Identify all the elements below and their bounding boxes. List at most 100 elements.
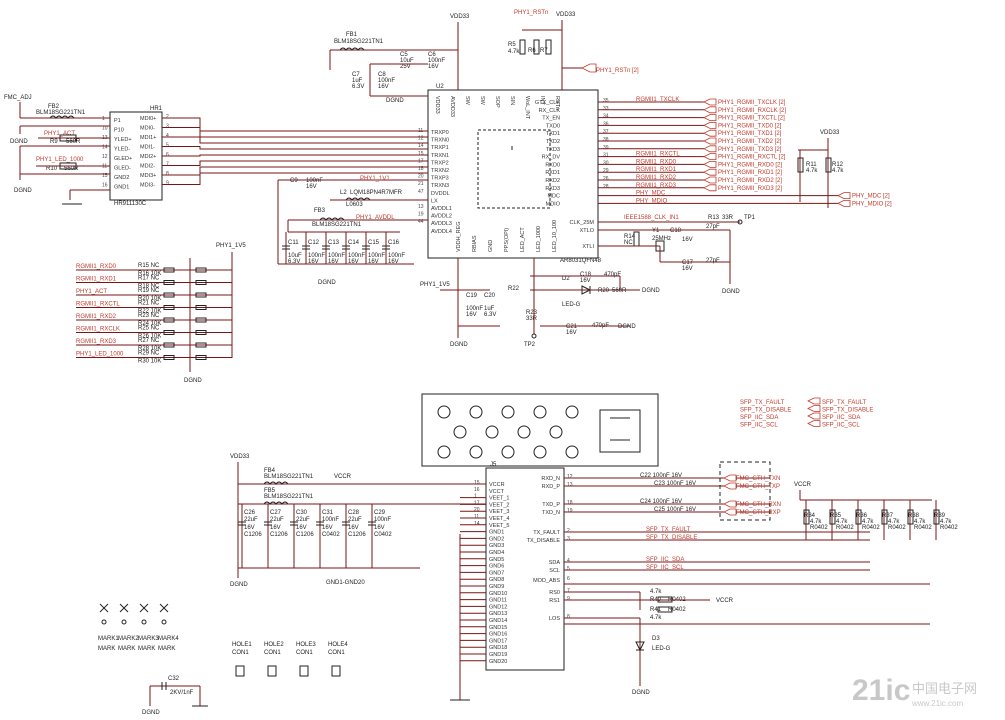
j5-pin-name: GND5 <box>489 557 504 563</box>
phy1-led-label: PHY1_LED_1000 <box>36 157 84 163</box>
port-symbol <box>837 200 851 207</box>
cage-hole <box>469 445 483 459</box>
u2-top-pin: RSTn <box>554 96 560 110</box>
gnd-c21: DGND <box>618 324 636 330</box>
c19-voltage: 16V <box>466 312 477 318</box>
u2-pin-num: 39 <box>603 145 609 151</box>
u2-bottom-circuit: PHY1_1V5 C19 100nF 16V C20 1uF 6.3V DGND… <box>420 258 660 348</box>
r6-ref: R6 <box>528 48 536 54</box>
cap-voltage: 16V <box>244 525 255 531</box>
port-symbol <box>703 168 717 176</box>
port-symbol <box>807 420 821 427</box>
r9-value: 560R <box>66 139 81 145</box>
sfp-connector-j5: J5 VCCR15VCCT16VEET_11VEET_217VEET_320VE… <box>450 462 870 701</box>
u2-bottom-pin: PPS(OPI) <box>504 228 510 252</box>
hr1-pin-name: YLED- <box>114 147 130 153</box>
port-symbol <box>703 161 717 168</box>
cap-value: 100nF <box>322 517 339 523</box>
tp1-ref: TP1 <box>744 215 756 221</box>
pullup-value: 4.7k <box>914 519 926 525</box>
pullup-body <box>829 509 836 525</box>
u2-pin-num: 38 <box>603 137 609 143</box>
sfp-sig-label: SFP_TX_FAULT <box>646 527 691 533</box>
r11-value: 4.7k <box>806 168 818 174</box>
gnd-note: GND1-GND20 <box>326 580 365 586</box>
j5-pin-num: 5 <box>567 566 570 572</box>
sfp-sig-label: SFP_IIC_SCL <box>646 565 684 571</box>
r13-value: 33R <box>722 215 734 221</box>
mark-symbol <box>121 619 127 625</box>
cap-value: 22uF <box>296 517 310 523</box>
u2-pin-name: TXD1 <box>546 131 560 137</box>
port-symbol <box>723 482 737 490</box>
gnd-strap: DGND <box>184 378 202 384</box>
phy1-act-label: PHY1_ACT <box>44 131 75 137</box>
pullup-ref: R38 <box>908 513 920 519</box>
u2-pin-name: RXD1 <box>545 170 560 176</box>
u2-pin-name: DVDDL <box>431 191 450 197</box>
hole-symbol <box>331 665 341 677</box>
hr1-pin-name: GLED+ <box>114 156 132 162</box>
j5-pin-name: GND7 <box>489 570 504 576</box>
gnd-led: DGND <box>642 288 660 294</box>
fb5-value: BLM18SG221TN1 <box>264 494 314 500</box>
fb3-ref: FB3 <box>314 208 326 214</box>
strap-res: R24 10K <box>138 321 161 327</box>
cap-voltage: 16V <box>308 259 319 265</box>
u2-pin-name: AVDDL4 <box>431 229 452 235</box>
strap-res-body <box>163 267 175 273</box>
strap-res: R20 10K <box>138 296 161 302</box>
cap-ref: C14 <box>348 240 360 246</box>
l2-package: L0603 <box>346 202 363 208</box>
pullup-ref: R36 <box>856 513 868 519</box>
u2-pin-name: RXD0 <box>545 162 560 168</box>
strap-res: R19 NC <box>138 288 160 294</box>
sfp-sig-label: SFP_IIC_SDA <box>646 557 684 563</box>
port-symbol <box>703 106 717 114</box>
hr1-pin-num: 5 <box>166 143 169 149</box>
c9-voltage: 16V <box>306 184 317 190</box>
strap-res-body <box>163 330 175 335</box>
c7-voltage: 6.3V <box>352 84 364 90</box>
mark-symbol <box>139 603 149 613</box>
pullup-pkg: R0402 <box>888 525 906 531</box>
r23-value: 33R <box>526 316 538 322</box>
pullup-ref: R39 <box>934 513 946 519</box>
u2-pin-num: 13 <box>418 204 424 210</box>
gnd-hr1-1: DGND <box>10 139 28 145</box>
j5-pin-name: GND11 <box>489 598 507 604</box>
pullup-ref: R37 <box>882 513 894 519</box>
u2-pin-name: TXD2 <box>546 139 560 145</box>
u2-pin-name: TRXN2 <box>431 168 449 174</box>
fb2-ref: FB2 <box>48 104 60 110</box>
strap-net: PHY1_ACT <box>76 289 107 295</box>
crystal-circuit: IEEE1588_CLK_IN1 R13 33R TP1 C18 27pF DG… <box>598 215 756 295</box>
r40-value: 4.7k <box>650 589 662 595</box>
j5-left-pins: VCCR15VCCT16VEET_11VEET_217VEET_320VEET_… <box>460 480 509 665</box>
j5-pin-name: GND18 <box>489 645 507 651</box>
r22-ref: R22 <box>508 286 520 292</box>
cap-ref: C11 <box>288 240 299 246</box>
j5-pin-name: GND12 <box>489 604 507 610</box>
r5-ref: R5 <box>508 42 516 48</box>
j5-pin-name: VEET_5 <box>489 523 509 529</box>
hr1-pin-num: 9 <box>166 181 169 187</box>
strap-res: R28 10K <box>138 346 161 352</box>
ac-cap: C22 100nF 16V <box>640 473 682 479</box>
u2-clock-pin: XTLI <box>582 244 594 250</box>
j5-pin-name: GND6 <box>489 564 504 570</box>
strap-net: PHY1_LED_1000 <box>76 352 124 358</box>
hole-value: CON1 <box>296 650 313 656</box>
u2-pin-num: 34 <box>603 114 609 120</box>
c21-ref: C21 <box>566 324 578 330</box>
rgmii-port-label: PHY_MDC [2] <box>852 194 890 200</box>
rgmii-port-label: PHY1_RGMII_TXD0 [2] <box>718 123 782 129</box>
cap-ref: C16 <box>388 240 400 246</box>
j5-pin-name: RS1 <box>549 598 560 604</box>
vccr-right: VCCR <box>794 482 812 488</box>
avddl-caps: C1110uF6.3VC12100nF16VC13100nF16VC14100n… <box>282 232 405 265</box>
phy1-1v5-pullup-label: PHY1_1V5 <box>216 243 246 249</box>
